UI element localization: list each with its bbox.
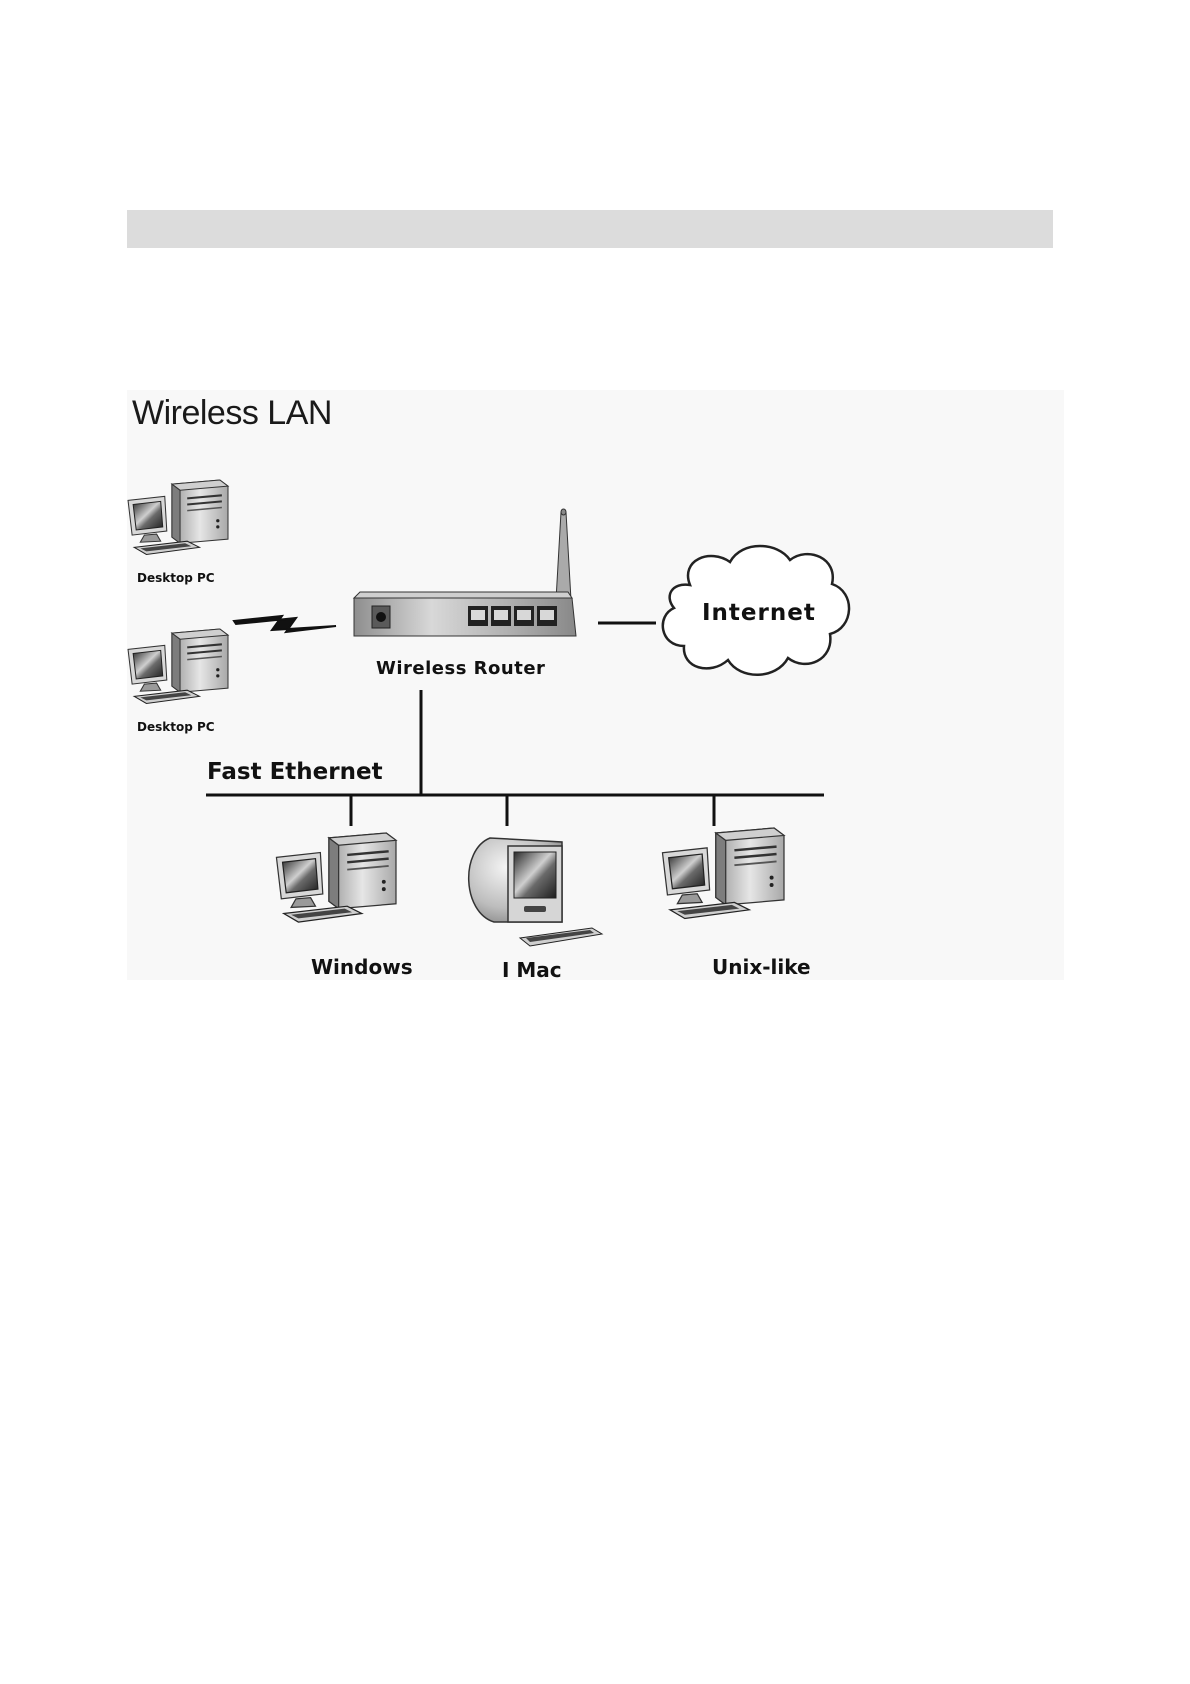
wireless-router-label: Wireless Router (376, 658, 545, 679)
desktop-pc-2-label: Desktop PC (137, 720, 215, 734)
desktop-pc-1-label: Desktop PC (137, 571, 215, 585)
fast-ethernet-label: Fast Ethernet (207, 759, 383, 785)
wireless-router-illustration (354, 509, 576, 636)
wireless-signal-icon (234, 616, 336, 632)
windows-pc-illustration (276, 833, 396, 922)
unix-pc-illustration (662, 828, 784, 919)
desktop-pc-2-illustration (128, 629, 228, 703)
diagram-title: Wireless LAN (132, 394, 332, 433)
desktop-pc-1-illustration (128, 480, 228, 554)
windows-label: Windows (311, 955, 413, 979)
unix-label: Unix-like (712, 955, 811, 979)
imac-illustration (469, 838, 602, 946)
internet-label: Internet (702, 600, 816, 626)
imac-label: I Mac (502, 958, 562, 982)
